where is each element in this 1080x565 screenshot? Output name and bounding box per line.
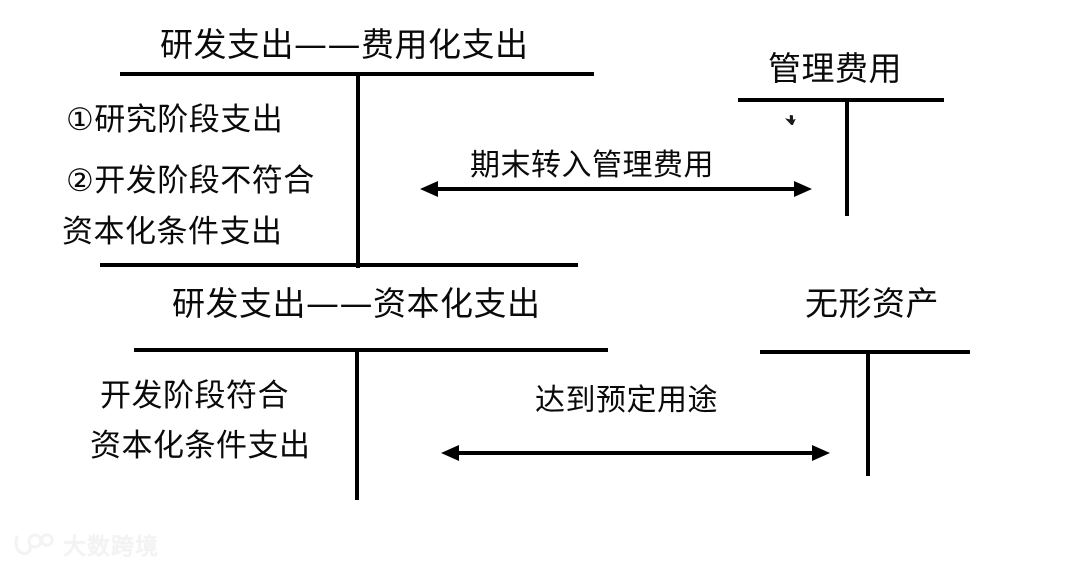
t-account-entry-3-2: 资本化条件支出	[90, 428, 311, 464]
t-account-title-intangible-asset: 无形资产	[805, 284, 939, 323]
flow-label-to-intangible-asset: 达到预定用途	[535, 383, 718, 418]
t-account-title-rd-expense-expensed: 研发支出——费用化支出	[160, 25, 529, 64]
t-account-entry-1-2: ②开发阶段不符合	[66, 163, 315, 199]
t-account-top-rule-2	[738, 98, 944, 102]
t-account-stem-2	[845, 98, 849, 216]
t-account-top-rule-4	[760, 350, 970, 354]
flow-arrow-to-intangible-asset	[441, 440, 830, 466]
watermark: 大数跨境	[14, 527, 159, 561]
flow-arrow-to-admin-expense	[420, 176, 812, 202]
t-account-title-admin-expense: 管理费用	[768, 49, 902, 88]
t-account-stem-4	[866, 350, 870, 476]
t-account-stem-1	[356, 72, 360, 268]
watermark-text: 大数跨境	[63, 534, 159, 560]
dashu-logo-icon	[14, 531, 54, 557]
t-account-bottom-rule-1	[100, 263, 578, 267]
t-account-title-rd-expense-capitalized: 研发支出——资本化支出	[172, 284, 541, 323]
flow-label-to-admin-expense: 期末转入管理费用	[470, 148, 714, 183]
mouse-cursor-artifact	[782, 110, 796, 127]
t-account-entry-1-1: ①研究阶段支出	[66, 102, 284, 138]
t-account-stem-3	[355, 348, 359, 500]
t-account-top-rule-3	[134, 348, 608, 352]
t-account-entry-3-1: 开发阶段符合	[100, 378, 289, 414]
t-account-entry-1-3: 资本化条件支出	[62, 214, 283, 250]
